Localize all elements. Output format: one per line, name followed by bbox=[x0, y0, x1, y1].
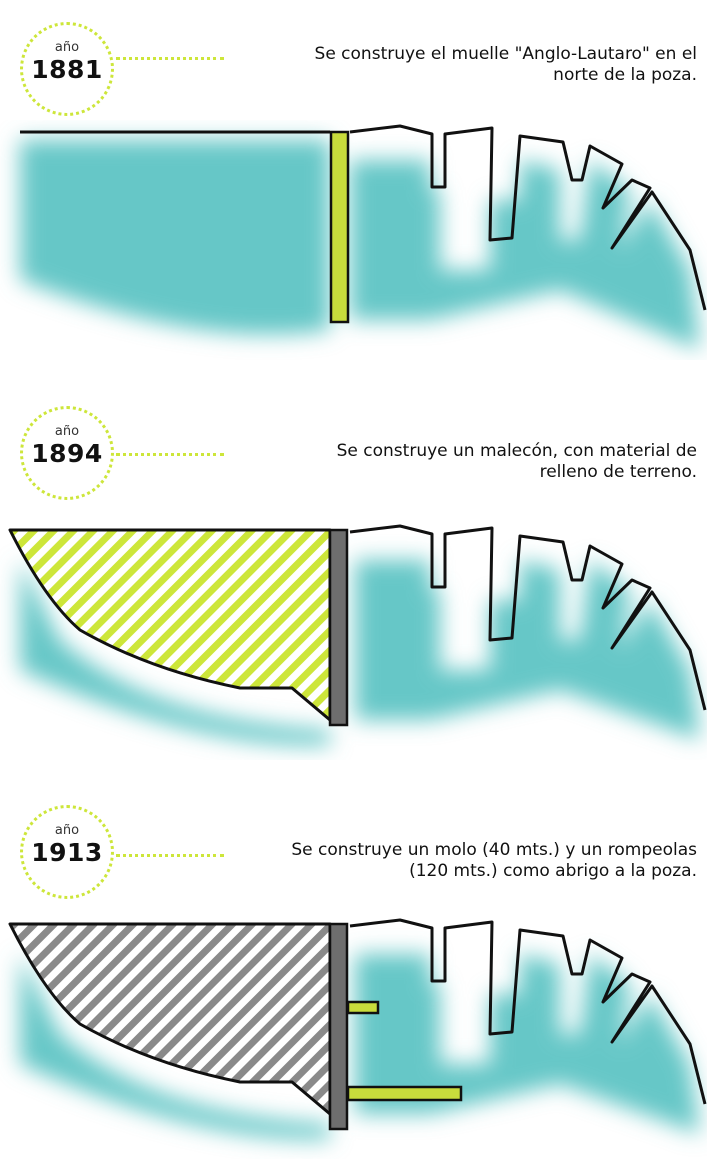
muelle-anglo-lautaro bbox=[329, 130, 350, 324]
year-value: 1913 bbox=[31, 838, 103, 867]
caption-line: Se construye un malecón, con material de bbox=[336, 441, 697, 461]
harbor-map bbox=[8, 524, 707, 746]
panel-1894: año 1894 Se construye un malecón, con ma… bbox=[0, 380, 707, 770]
caption-line: Se construye el muelle "Anglo-Lautaro" e… bbox=[314, 44, 697, 64]
caption: Se construye el muelle "Anglo-Lautaro" e… bbox=[315, 44, 697, 86]
year-value: 1881 bbox=[31, 55, 103, 84]
malecon bbox=[328, 528, 349, 727]
leader-line bbox=[116, 453, 224, 456]
caption-line: norte de la poza. bbox=[553, 65, 697, 85]
year-value: 1894 bbox=[31, 439, 103, 468]
rompeolas-120-mts bbox=[346, 1085, 463, 1102]
coastline bbox=[349, 918, 707, 1105]
year-badge: año 1913 bbox=[20, 805, 114, 899]
year-label: año bbox=[54, 40, 80, 55]
coastline bbox=[349, 524, 707, 711]
year-label: año bbox=[54, 823, 80, 838]
year-badge: año 1894 bbox=[20, 406, 114, 500]
caption: Se construye un malecón, con material de… bbox=[337, 441, 697, 483]
panel-1881: año 1881 Se construye el muelle "Anglo-L… bbox=[0, 0, 707, 380]
leader-line bbox=[116, 854, 224, 857]
water-shading bbox=[20, 140, 700, 350]
harbor-map bbox=[20, 124, 707, 350]
harbor-map bbox=[8, 918, 707, 1140]
caption: Se construye un molo (40 mts.) y un romp… bbox=[291, 840, 697, 882]
caption-line: (120 mts.) como abrigo a la poza. bbox=[409, 861, 697, 881]
relleno-terreno bbox=[8, 528, 332, 722]
malecon bbox=[328, 922, 349, 1131]
year-label: año bbox=[54, 424, 80, 439]
coastline bbox=[349, 124, 707, 311]
molo-40-mts bbox=[346, 1000, 380, 1015]
relleno-terreno bbox=[8, 922, 332, 1116]
year-badge: año 1881 bbox=[20, 22, 114, 116]
caption-line: relleno de terreno. bbox=[539, 462, 697, 482]
caption-line: Se construye un molo (40 mts.) y un romp… bbox=[291, 840, 697, 860]
leader-line bbox=[116, 57, 224, 60]
panel-1913: año 1913 Se construye un molo (40 mts.) … bbox=[0, 770, 707, 1159]
water-shading bbox=[20, 560, 700, 746]
